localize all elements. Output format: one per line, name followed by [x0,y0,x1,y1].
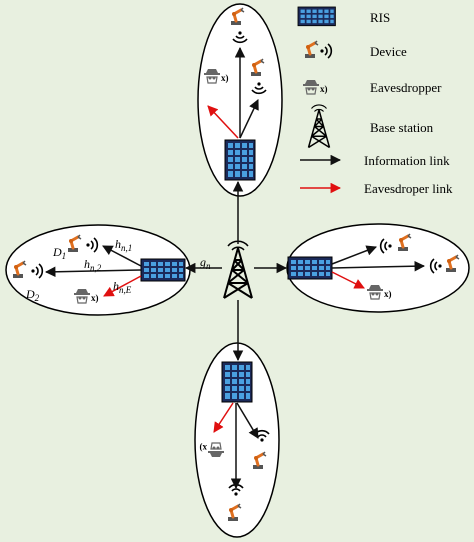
legend-device-robot-icon [303,39,320,60]
base-station-tower-icon [223,240,253,299]
legend-base-station-label: Base station [370,120,434,135]
legend-ris-label: RIS [370,10,390,25]
bottom-ris-icon [221,361,253,403]
left-cluster [5,224,191,316]
label-h-n1: hn,1 [115,237,132,253]
bottom-cluster-ellipse [194,342,280,538]
left-ris-icon [140,258,186,282]
left-eaves-link [103,275,142,297]
legend-information-link-label: Information link [364,153,450,168]
top-info-link-2 [239,99,259,139]
base-station [184,180,288,362]
label-h-n2: hn,2 [84,257,102,273]
top-eaves-link [207,105,239,139]
left-info-link-1 [102,245,142,267]
legend-eavesdropper-label: Eavesdropper [370,80,442,95]
bottom-info-link-1 [236,402,259,439]
label-d2: D2 [25,287,40,303]
right-cluster [286,223,470,313]
legend-device-label: Device [370,44,407,59]
legend-ris-icon [297,6,336,27]
legend-device-wifi-icon [319,43,333,59]
channel-labels: gn hn,1 hn,2 hn,E D1 D2 [25,237,211,303]
right-info-link-1 [331,245,377,265]
legend: RIS Device Eavesdropper Base station Inf… [297,6,453,196]
right-ris-icon [287,256,333,280]
legend-base-station-icon [307,104,331,149]
right-info-link-2 [331,260,426,272]
label-d1: D1 [52,245,66,261]
label-h-nE: hn,E [113,279,132,295]
top-ris-icon [224,139,256,181]
bottom-cluster [194,342,280,538]
legend-eavesdropper-icon [302,79,329,95]
label-g: gn [200,255,211,271]
top-cluster [197,3,283,197]
legend-eavesdropper-link-label: Eavesdroper link [364,181,453,196]
left-info-link-2 [44,266,142,278]
right-eaves-link [331,271,365,289]
bottom-eaves-link [213,402,234,433]
